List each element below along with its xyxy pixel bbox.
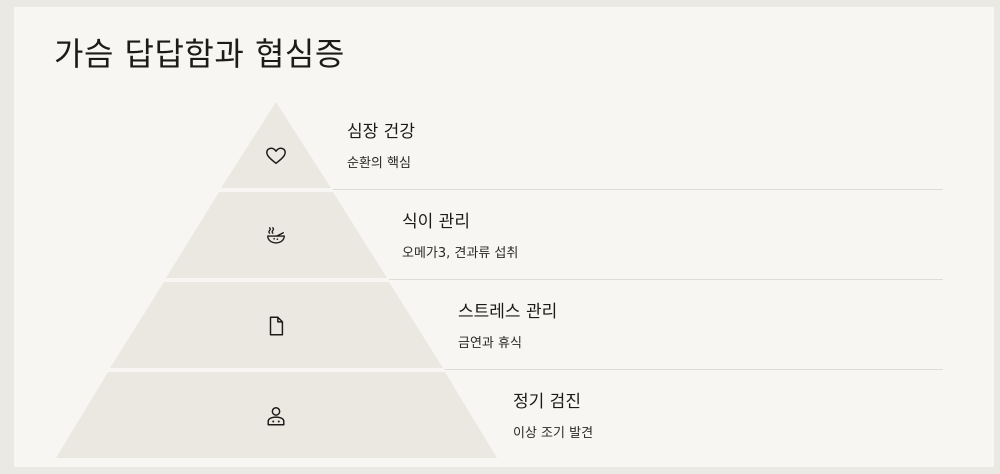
pyramid-tier-3 <box>110 282 443 368</box>
tier-label-checkup: 정기 검진 <box>513 392 581 412</box>
tier-desc-heart-health: 순환의 핵심 <box>347 156 411 171</box>
pyramid-tier-2 <box>166 192 387 278</box>
divider-2 <box>389 279 943 280</box>
tier-label-diet: 식이 관리 <box>402 212 470 232</box>
tier-label-heart-health: 심장 건강 <box>347 122 415 142</box>
tier-desc-checkup: 이상 조기 발견 <box>513 426 594 441</box>
divider-1 <box>333 189 943 190</box>
tier-desc-diet: 오메가3, 견과류 섭취 <box>402 246 519 261</box>
pyramid-tier-1 <box>221 102 331 188</box>
document-icon <box>269 316 284 336</box>
page-title: 가슴 답답함과 협심증 <box>54 35 345 73</box>
tier-desc-stress: 금연과 휴식 <box>458 336 522 351</box>
tier-label-stress: 스트레스 관리 <box>458 302 558 322</box>
bowl-icon <box>267 227 285 244</box>
divider-3 <box>445 369 943 370</box>
heart-icon <box>266 147 286 165</box>
doctor-icon <box>267 407 285 426</box>
